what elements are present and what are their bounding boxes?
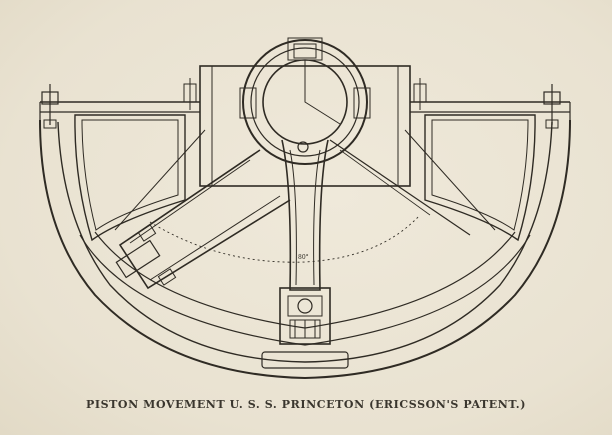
left-chamber bbox=[74, 114, 186, 242]
crank-pin bbox=[262, 59, 348, 145]
right-corner-bolt bbox=[543, 84, 561, 129]
connecting-rod bbox=[281, 139, 329, 291]
left-corner-bolt bbox=[41, 84, 59, 129]
inner-bolts bbox=[183, 78, 427, 110]
angle-label: 80° bbox=[298, 254, 309, 261]
figure-caption: PISTON MOVEMENT U. S. S. PRINCETON (ERIC… bbox=[85, 398, 527, 411]
piston-movement-drawing: 80° bbox=[39, 37, 571, 380]
right-chamber bbox=[424, 114, 536, 242]
piston-arm bbox=[115, 149, 291, 290]
crosshead bbox=[279, 287, 331, 345]
guide-lines bbox=[114, 129, 496, 236]
swing-arc bbox=[149, 214, 421, 263]
bottom-slot bbox=[261, 351, 349, 369]
outer-casing bbox=[39, 101, 571, 380]
